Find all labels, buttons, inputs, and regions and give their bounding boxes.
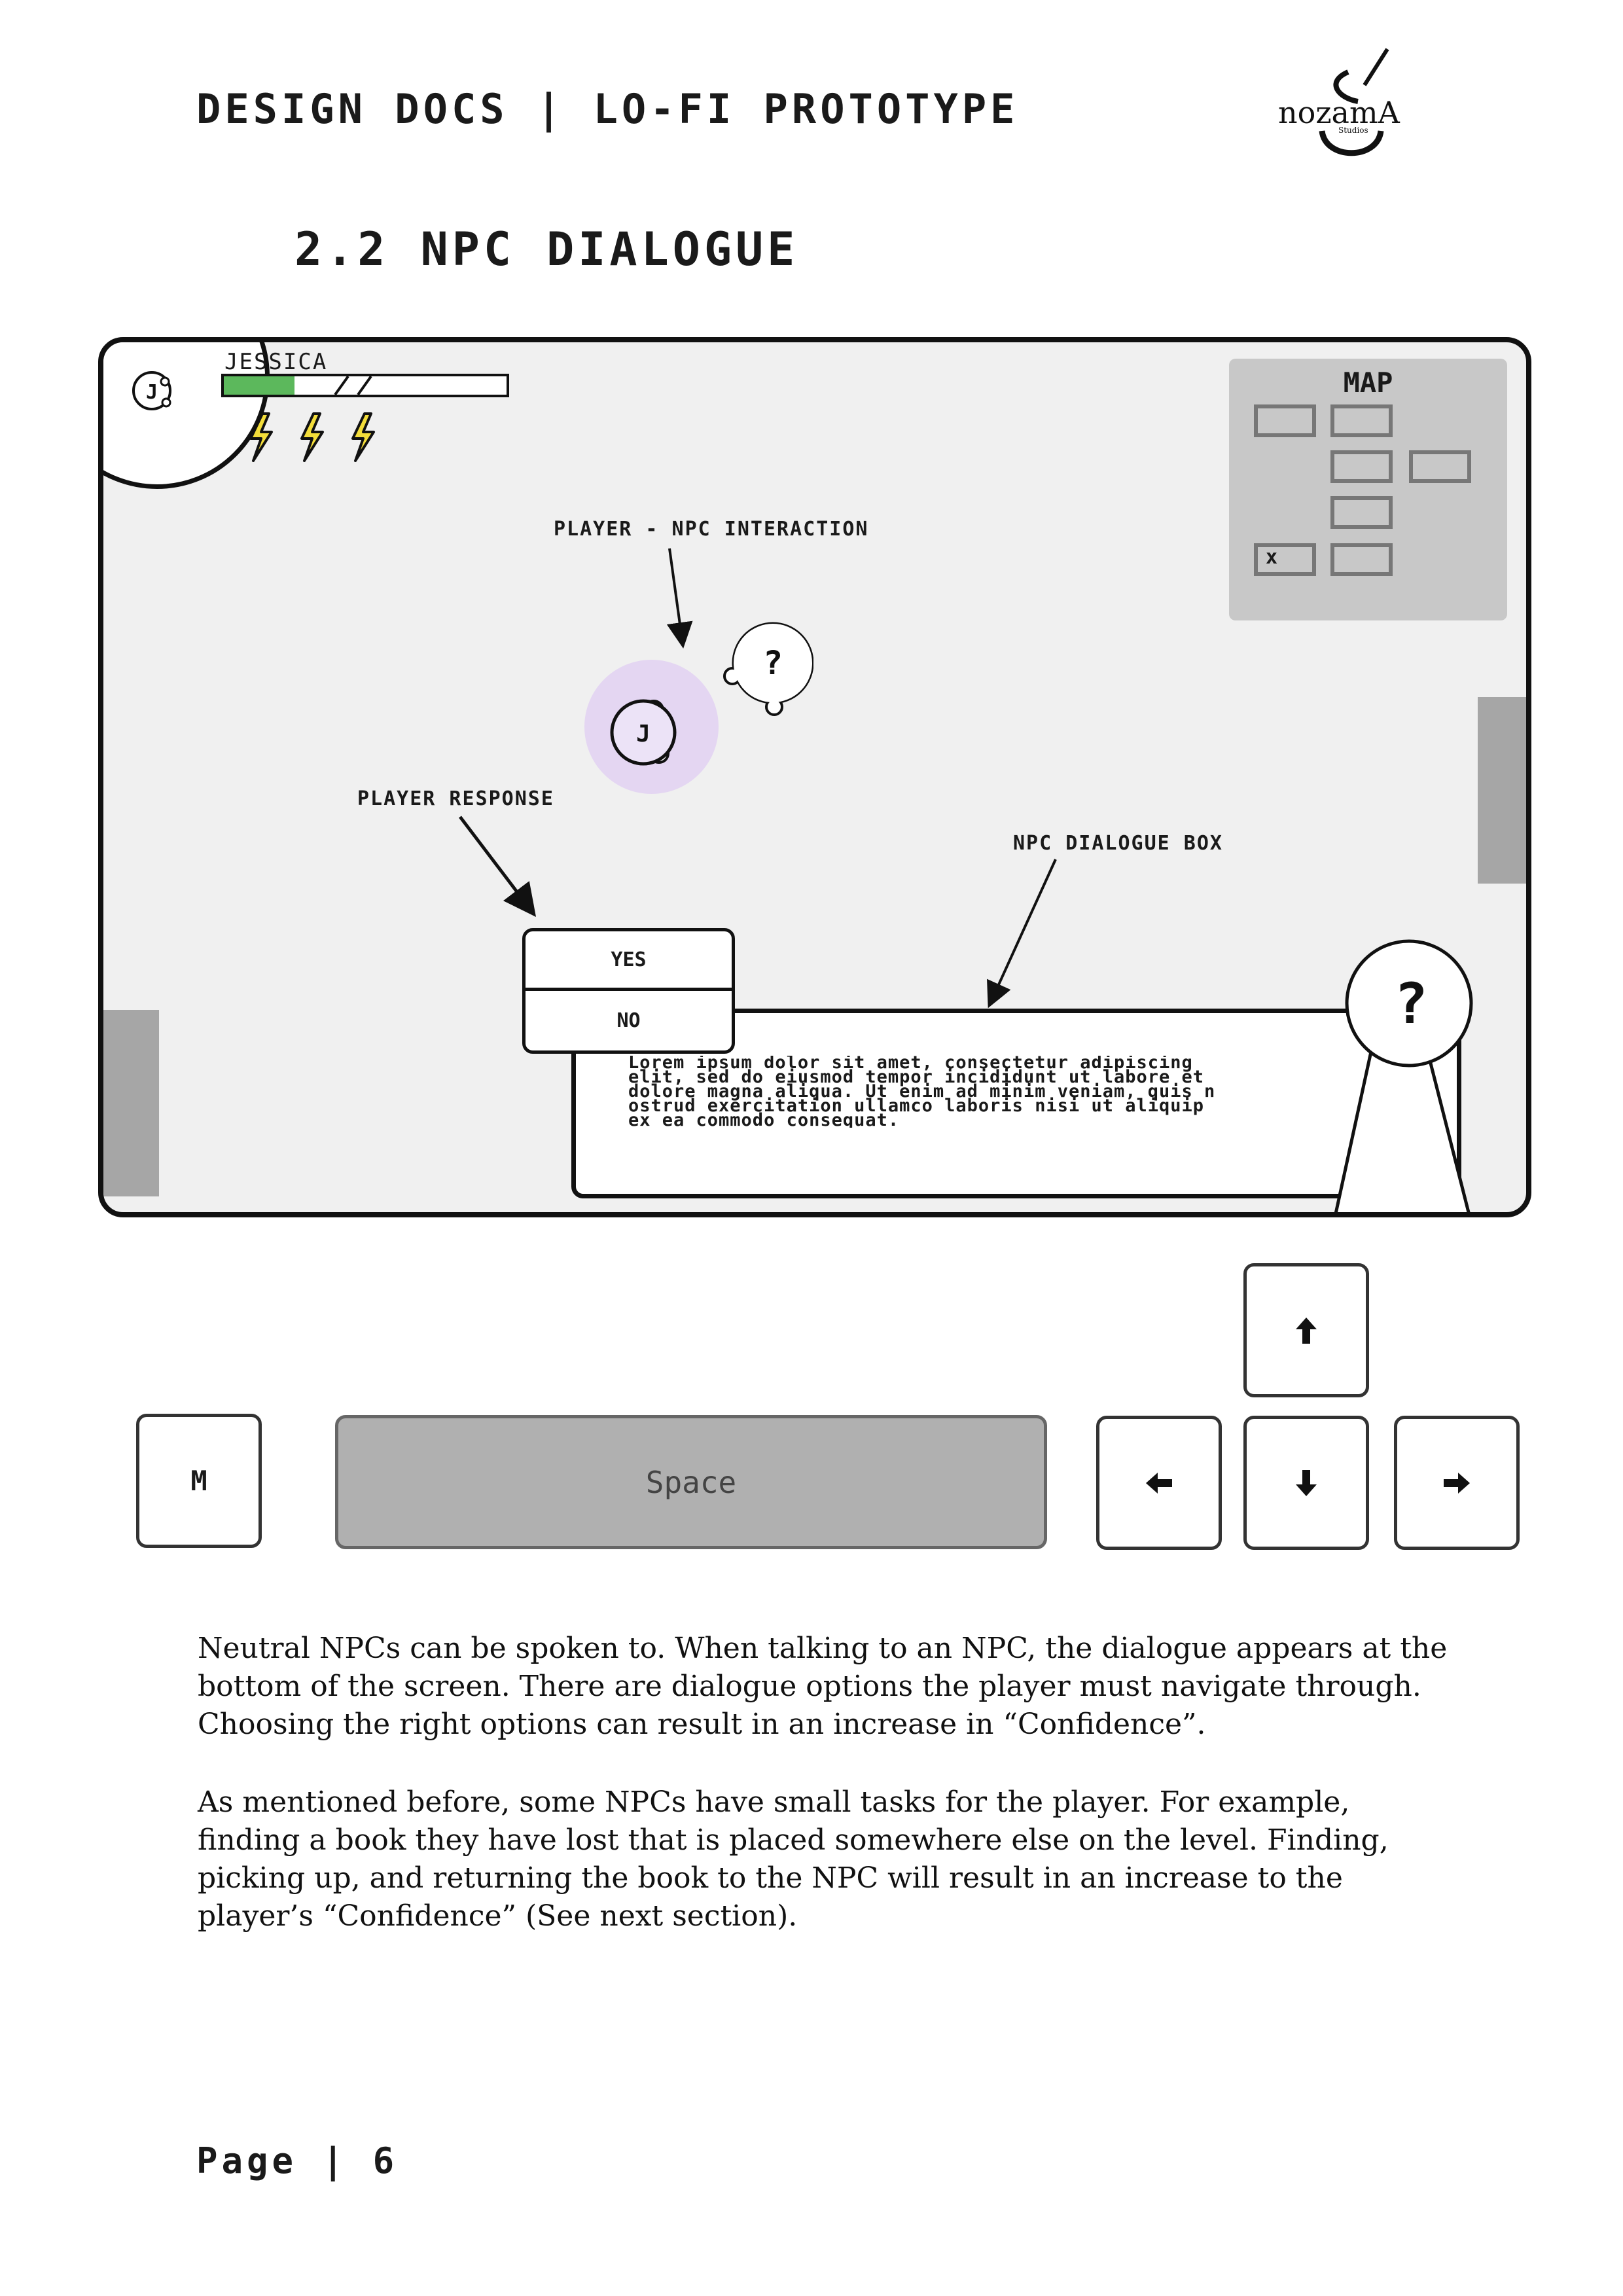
studio-logo: nozamA Studios (1278, 48, 1400, 156)
section-title: 2.2 NPC DIALOGUE (294, 223, 799, 276)
arrow-to-npc (666, 548, 693, 649)
annotation-interaction: PLAYER - NPC INTERACTION (554, 518, 869, 541)
lightning-bolt-icon (249, 412, 273, 462)
page-number: Page | 6 (196, 2140, 399, 2181)
player-character[interactable]: J (609, 689, 694, 774)
map-room (1330, 404, 1393, 437)
logo-text: nozamA (1278, 95, 1400, 130)
npc-dialogue-box: Lorem ipsum dolor sit amet, consectetur … (571, 1009, 1461, 1198)
annotation-player-response: PLAYER RESPONSE (357, 787, 554, 810)
key-space[interactable]: Space (335, 1415, 1047, 1549)
map-player-marker: x (1266, 546, 1278, 569)
arrow-to-dialogue (987, 859, 1057, 1009)
key-space-label: Space (645, 1464, 737, 1500)
arrow-down-icon (1296, 1469, 1317, 1496)
lightning-bolt-icon (351, 412, 375, 462)
health-bar-segments (334, 376, 372, 395)
map-room (1330, 496, 1393, 529)
right-side-object (1478, 697, 1526, 884)
key-arrow-left[interactable] (1096, 1416, 1222, 1550)
npc-question-mark: ? (763, 644, 783, 682)
response-no-option[interactable]: NO (616, 1009, 641, 1032)
key-m[interactable]: M (136, 1414, 262, 1548)
logo-subtext: Studios (1338, 126, 1368, 135)
player-letter: J (636, 721, 651, 747)
left-side-object (103, 1010, 159, 1196)
health-bar-fill (224, 376, 294, 395)
arrow-up-icon (1296, 1317, 1317, 1344)
lightning-bolt-icon (300, 412, 324, 462)
minimap[interactable]: MAP x (1229, 359, 1507, 620)
arrow-to-choices (459, 816, 537, 917)
map-room (1330, 450, 1393, 483)
map-room-current: x (1254, 543, 1316, 576)
body-paragraph-2: As mentioned before, some NPCs have smal… (198, 1785, 1389, 1933)
map-room (1254, 404, 1316, 437)
map-room (1409, 450, 1471, 483)
health-bar (221, 374, 509, 397)
arrow-right-icon (1444, 1472, 1470, 1494)
player-avatar-icon: J (132, 371, 171, 410)
map-room (1330, 543, 1393, 576)
response-yes-option[interactable]: YES (526, 931, 732, 991)
body-paragraph-1: Neutral NPCs can be spoken to. When talk… (198, 1632, 1448, 1741)
npc-character[interactable]: ? (722, 620, 813, 719)
game-screen-mockup: J JESSICA MAP x PLAYER - NPC INTERACTI (98, 337, 1531, 1217)
npc-speaker-question-mark: ? (1394, 971, 1428, 1037)
npc-speaker-portrait: ? (1334, 939, 1473, 1212)
minimap-title: MAP (1343, 367, 1393, 399)
arrow-left-icon (1146, 1472, 1172, 1494)
key-arrow-right[interactable] (1394, 1416, 1520, 1550)
confidence-bolts (249, 412, 375, 462)
key-arrow-up[interactable] (1243, 1263, 1369, 1397)
document-header-title: DESIGN DOCS | LO-FI PROTOTYPE (196, 85, 1019, 133)
player-response-menu: YES NO (522, 928, 735, 1054)
avatar-letter: J (146, 381, 158, 404)
key-arrow-down[interactable] (1243, 1416, 1369, 1550)
player-name: JESSICA (224, 349, 328, 375)
annotation-dialogue-box: NPC DIALOGUE BOX (1013, 832, 1223, 855)
npc-dialogue-text: Lorem ipsum dolor sit amet, consectetur … (628, 1056, 1216, 1128)
key-m-label: M (190, 1465, 207, 1497)
